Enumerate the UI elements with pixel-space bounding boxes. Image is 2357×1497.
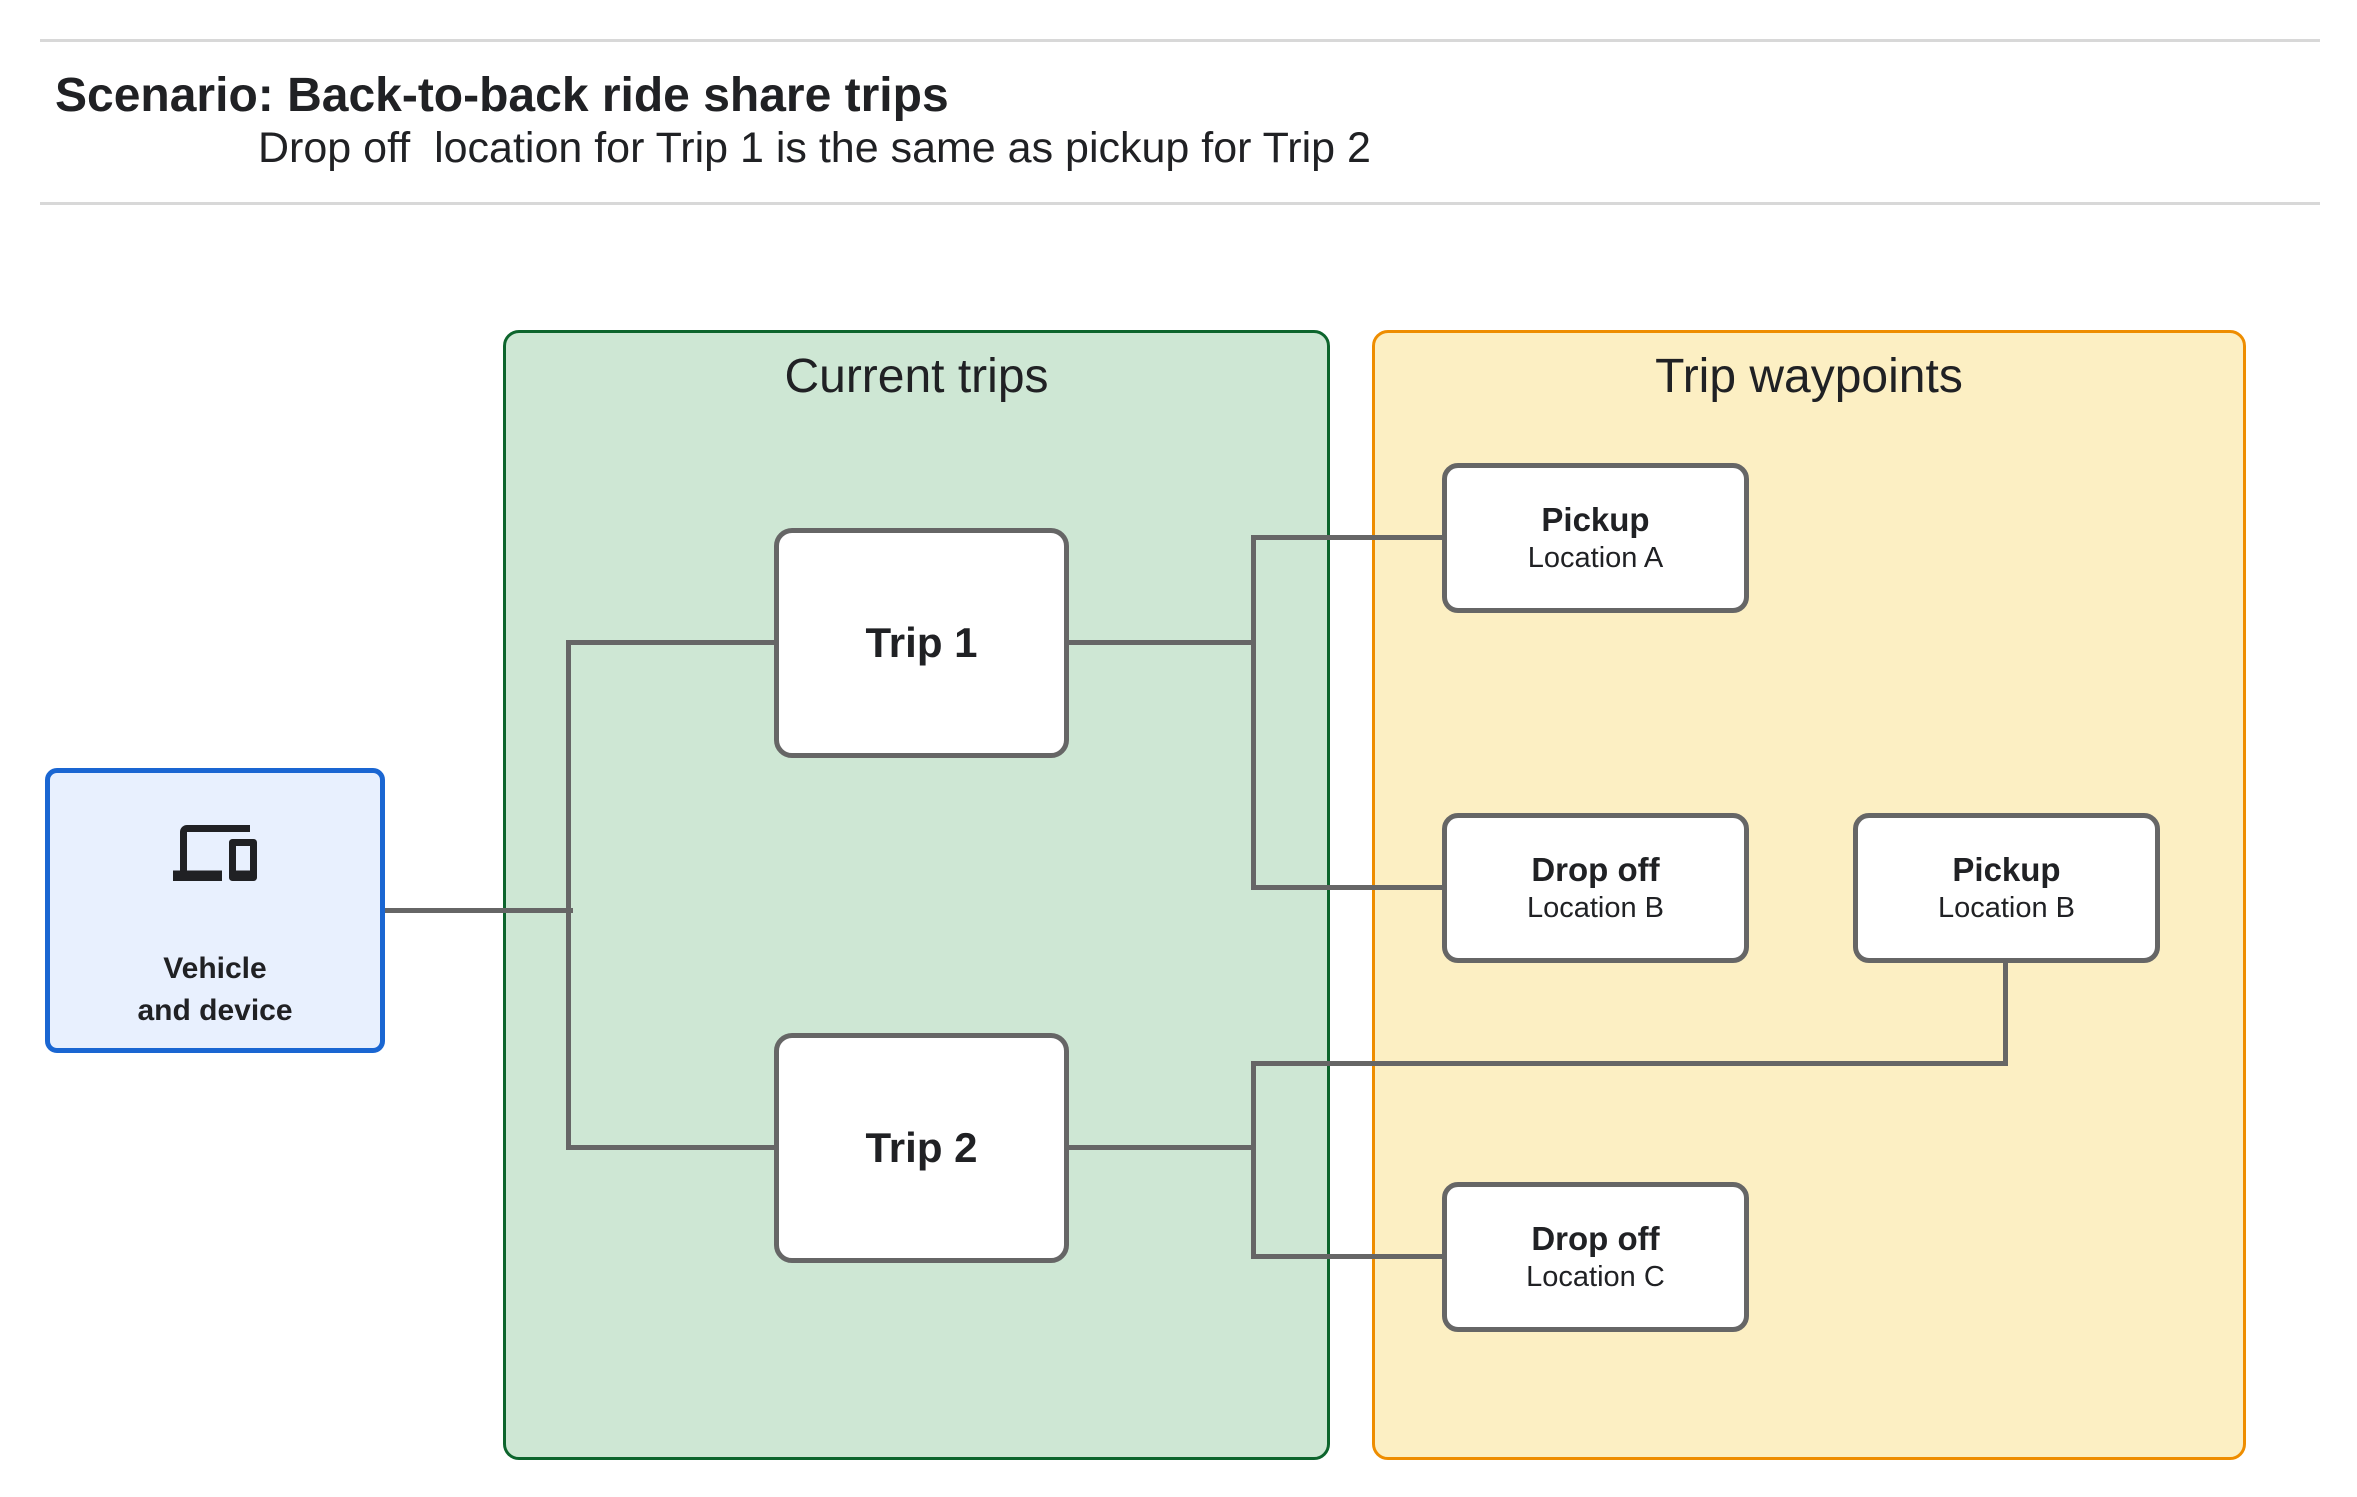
connector-branch-to-trip1: [566, 640, 774, 645]
waypoint-pickup-b-location: Location B: [1937, 892, 2076, 924]
trip1-node-label: Trip 1: [865, 619, 978, 666]
waypoint-pickup-a-node: Pickup Location A: [1442, 463, 1749, 613]
waypoint-dropoff-b-location: Location B: [1526, 892, 1665, 924]
vehicle-node-label-line1: Vehicle: [163, 952, 267, 985]
connector-to-dropoff-b: [1251, 885, 1442, 890]
page-subtitle: Drop off location for Trip 1 is the same…: [258, 124, 1371, 172]
waypoint-dropoff-c-node: Drop off Location C: [1442, 1182, 1749, 1332]
header-divider: [40, 202, 2320, 205]
waypoint-dropoff-b-node: Drop off Location B: [1442, 813, 1749, 963]
connector-trip1-branch-vertical: [1251, 535, 1256, 890]
vehicle-node-label-line2: and device: [137, 994, 293, 1027]
connector-branch-to-trip2: [566, 1145, 774, 1150]
connector-trip2-to-pickup-b: [1251, 1061, 2008, 1066]
connector-branch-vertical: [566, 640, 571, 1150]
waypoint-pickup-b-title: Pickup: [1952, 851, 2061, 888]
connector-trip2-out: [1069, 1145, 1256, 1150]
connector-trip2-branch-vertical: [1251, 1061, 1256, 1259]
connector-to-pickup-a: [1251, 535, 1442, 540]
current-trips-panel-title: Current trips: [784, 350, 1049, 403]
connector-vehicle-to-branch: [385, 908, 573, 913]
top-divider: [40, 39, 2320, 42]
vehicle-node-label: Vehicle and device: [50, 948, 380, 1032]
devices-icon: [173, 811, 257, 900]
current-trips-panel: Current trips: [503, 330, 1330, 1460]
waypoint-pickup-a-title: Pickup: [1541, 501, 1650, 538]
trip-waypoints-panel-title: Trip waypoints: [1655, 350, 1963, 403]
waypoint-dropoff-c-title: Drop off: [1531, 1220, 1660, 1257]
trip2-node-label: Trip 2: [865, 1124, 978, 1171]
vehicle-node: Vehicle and device: [45, 768, 385, 1053]
connector-to-dropoff-c: [1251, 1254, 1442, 1259]
connector-trip1-out: [1069, 640, 1256, 645]
waypoint-dropoff-c-location: Location C: [1526, 1261, 1665, 1293]
waypoint-dropoff-b-title: Drop off: [1531, 851, 1660, 888]
page-title: Scenario: Back-to-back ride share trips: [55, 69, 949, 122]
trip1-node: Trip 1: [774, 528, 1069, 758]
connector-pickup-b-drop: [2003, 963, 2008, 1066]
waypoint-pickup-b-node: Pickup Location B: [1853, 813, 2160, 963]
waypoint-pickup-a-location: Location A: [1527, 542, 1664, 574]
trip2-node: Trip 2: [774, 1033, 1069, 1263]
